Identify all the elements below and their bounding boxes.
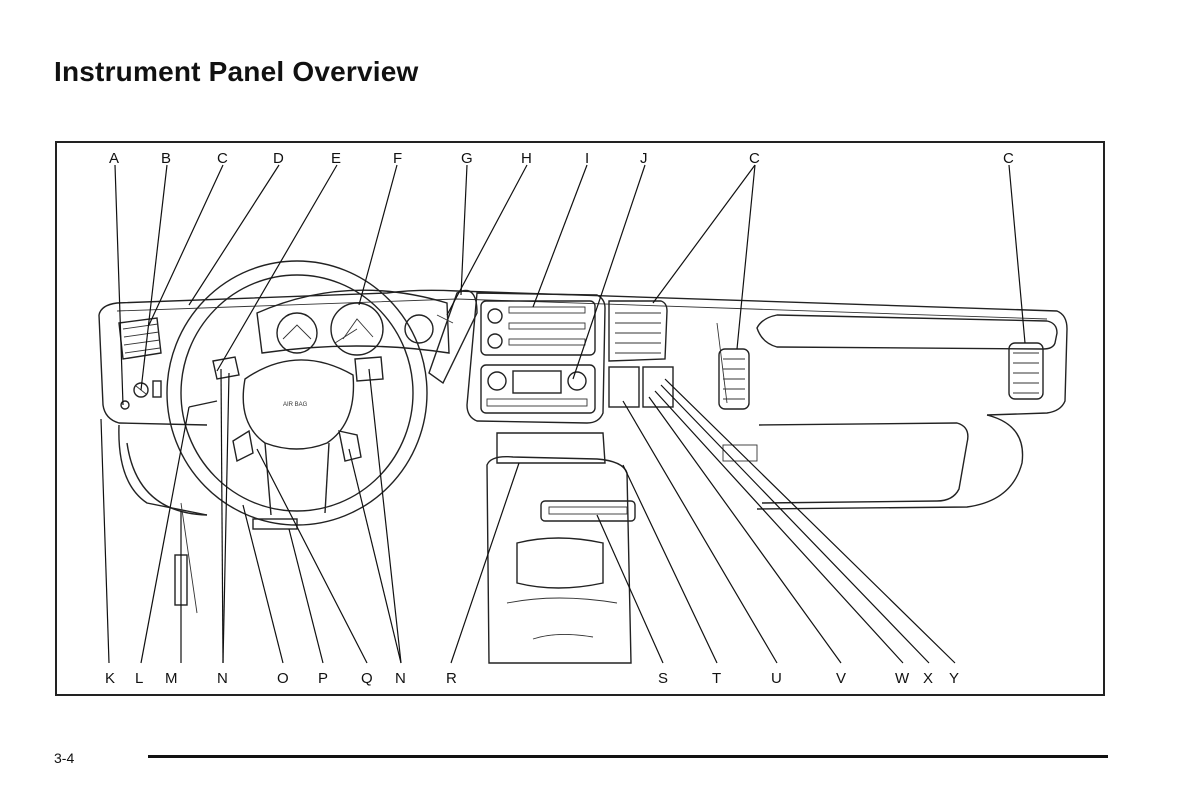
callout-C: C — [217, 150, 228, 167]
lower-left-panel — [126, 442, 208, 614]
callout-D: D — [273, 150, 284, 167]
callout-M: M — [165, 670, 178, 687]
bottom-callouts: K L M N O P Q N R S T U V W X Y — [105, 670, 959, 687]
callout-R: R — [446, 670, 457, 687]
instrument-panel-drawing: AIR BAG — [98, 150, 1068, 687]
callout-J: J — [640, 150, 648, 167]
steering-wheel: AIR BAG — [166, 260, 428, 530]
callout-E: E — [331, 150, 341, 167]
dashboard-outline — [98, 289, 1068, 516]
callout-Y: Y — [949, 670, 959, 687]
airbag-label: AIR BAG — [283, 402, 308, 408]
right-vents — [718, 342, 1044, 410]
footer-rule — [148, 755, 1108, 758]
instrument-panel-figure: AIR BAG — [55, 141, 1105, 696]
callout-L: L — [135, 670, 143, 687]
top-callouts: A B C D E F G H I J C C — [109, 150, 1014, 167]
callout-N: N — [217, 670, 228, 687]
callout-T: T — [712, 670, 721, 687]
page-title: Instrument Panel Overview — [54, 56, 419, 87]
callout-N-second: N — [395, 670, 406, 687]
callout-H: H — [521, 150, 532, 167]
callout-B: B — [161, 150, 171, 167]
callout-C-second: C — [749, 150, 760, 167]
callout-G: G — [461, 150, 473, 167]
callout-X: X — [923, 670, 933, 687]
callout-K: K — [105, 670, 115, 687]
instrument-cluster — [256, 289, 450, 356]
page-number: 3-4 — [54, 750, 75, 766]
callout-U: U — [771, 670, 782, 687]
callout-P: P — [318, 670, 328, 687]
callout-I: I — [585, 150, 589, 167]
callout-S: S — [658, 670, 668, 687]
leader-lines — [100, 164, 1026, 664]
callout-W: W — [895, 670, 910, 687]
callout-Q: Q — [361, 670, 373, 687]
callout-A: A — [109, 150, 119, 167]
center-stack — [466, 292, 606, 424]
left-vent — [118, 317, 162, 410]
center-console — [486, 432, 758, 664]
shift-lever — [428, 289, 478, 385]
callout-O: O — [277, 670, 289, 687]
callout-C-third: C — [1003, 150, 1014, 167]
callout-F: F — [393, 150, 402, 167]
center-vent — [608, 300, 674, 408]
callout-V: V — [836, 670, 846, 687]
